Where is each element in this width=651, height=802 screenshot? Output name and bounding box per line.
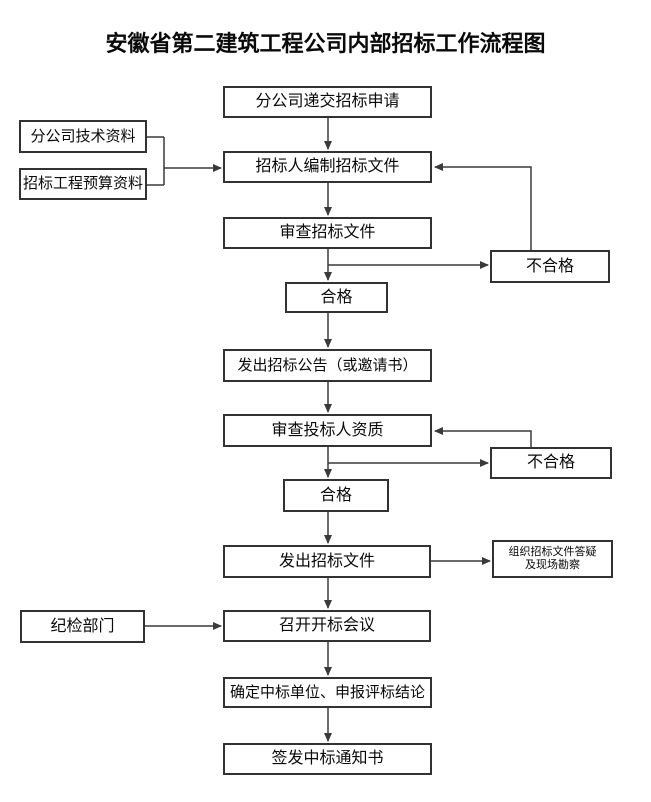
flow-node-issue-notice: 签发中标通知书 (223, 743, 432, 775)
flow-node-compile-docs: 招标人编制招标文件 (223, 151, 432, 183)
flow-node-issue-docs: 发出招标文件 (223, 545, 431, 578)
flow-edge-fail1-to-compile (434, 163, 532, 250)
flow-node-submit-application: 分公司递交招标申请 (223, 86, 432, 118)
flow-node-fail-2: 不合格 (490, 447, 612, 479)
page-title: 安徽省第二建筑工程公司内部招标工作流程图 (105, 31, 546, 56)
flow-node-review-bidders: 审查投标人资质 (223, 414, 432, 447)
flow-node-bid-opening: 召开开标会议 (223, 610, 431, 642)
flow-node-determine-winner: 确定中标单位、申报评标结论 (223, 677, 432, 708)
flow-node-tech-data: 分公司技术资料 (19, 120, 147, 153)
flow-node-announce: 发出招标公告（或邀请书） (223, 349, 432, 382)
flow-node-organize-qa: 组织招标文件答疑 及现场勘察 (492, 540, 613, 578)
flow-node-budget-data: 招标工程预算资料 (19, 168, 147, 200)
flow-node-fail-1: 不合格 (490, 250, 610, 283)
flow-node-pass-1: 合格 (285, 282, 388, 313)
flow-edge-fail2-to-review2 (434, 427, 532, 447)
flow-node-pass-2: 合格 (283, 479, 389, 512)
flow-node-discipline-dept: 纪检部门 (20, 610, 145, 643)
flow-node-review-docs: 审查招标文件 (223, 217, 432, 249)
